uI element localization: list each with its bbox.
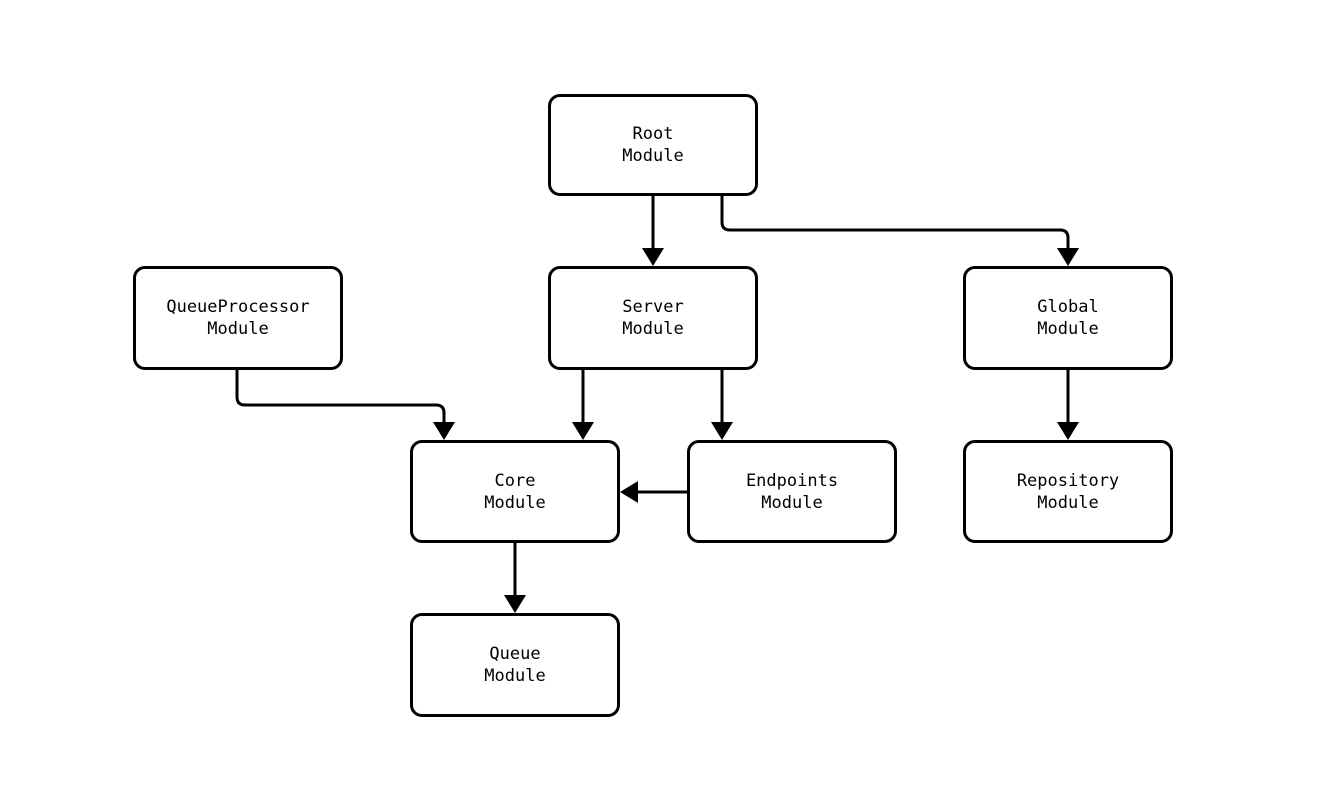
- node-queueprocessor-module-label-line1: QueueProcessor: [166, 297, 310, 317]
- node-queueprocessor-module[interactable]: QueueProcessor Module: [133, 266, 343, 370]
- edge-queueprocessor-core: [235, 370, 446, 432]
- node-queue-module[interactable]: Queue Module: [410, 613, 620, 717]
- arrowhead-server-endpoints: [711, 422, 733, 440]
- node-repository-module[interactable]: Repository Module: [963, 440, 1173, 543]
- node-repository-module-label-line2: Module: [1037, 492, 1099, 513]
- node-global-module[interactable]: Global Module: [963, 266, 1173, 370]
- arrowhead-global-repository: [1057, 422, 1079, 440]
- node-global-module-label-line2: Module: [1037, 319, 1099, 339]
- node-global-module-label-line1: Global: [1037, 297, 1099, 317]
- arrowhead-root-server: [642, 248, 664, 266]
- arrowhead-core-queue: [504, 595, 526, 613]
- node-endpoints-module[interactable]: Endpoints Module: [687, 440, 897, 543]
- node-core-module[interactable]: Core Module: [410, 440, 620, 543]
- arrowhead-server-core: [572, 422, 594, 440]
- node-root-module[interactable]: Root Module: [548, 94, 758, 196]
- node-queue-module-label-line2: Module: [484, 666, 546, 686]
- node-server-module-label-line2: Module: [622, 319, 684, 339]
- arrowhead-endpoints-core: [620, 481, 638, 503]
- node-repository-module-label-line1: Repository: [1016, 470, 1120, 491]
- node-core-module-label-line2: Module: [484, 492, 546, 513]
- node-queueprocessor-module-label-line2: Module: [207, 319, 269, 339]
- edge-root-global: [720, 196, 1070, 258]
- node-core-module-label-line1: Core: [494, 470, 536, 491]
- node-endpoints-module-label-line1: Endpoints: [745, 470, 839, 491]
- node-root-module-label-line2: Module: [622, 146, 684, 166]
- node-queue-module-label-line1: Queue: [489, 644, 541, 664]
- node-endpoints-module-label-line2: Module: [761, 492, 823, 513]
- node-server-module[interactable]: Server Module: [548, 266, 758, 370]
- arrowhead-queueprocessor-core: [433, 422, 455, 440]
- node-server-module-label-line1: Server: [622, 297, 684, 317]
- arrowhead-root-global: [1057, 248, 1079, 266]
- node-root-module-label-line1: Root: [632, 124, 674, 144]
